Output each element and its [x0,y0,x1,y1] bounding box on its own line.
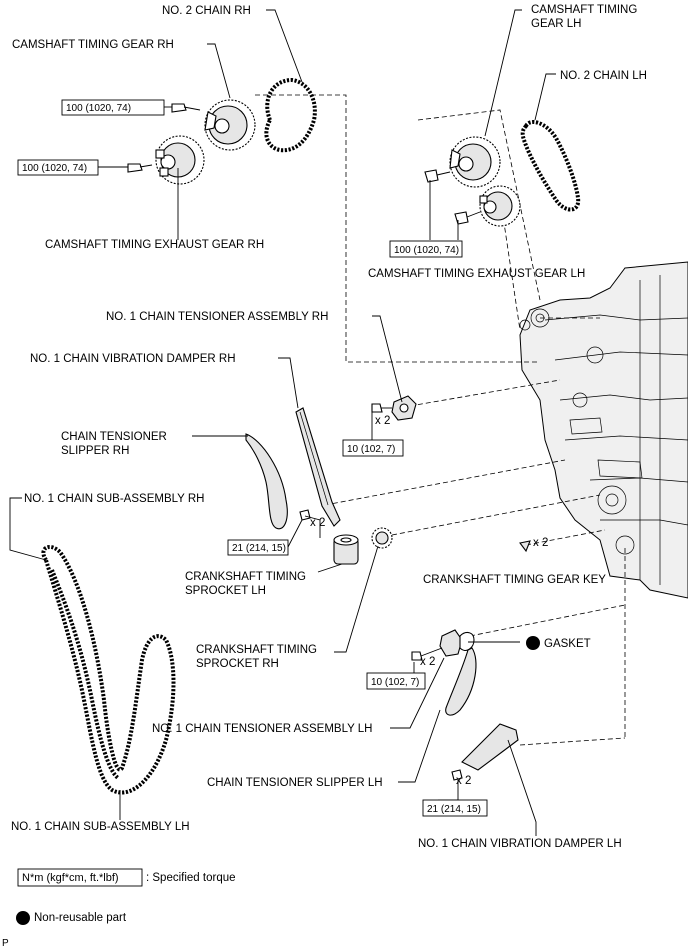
camshaft-timing-gear-rh [204,99,256,151]
qty-damper-lh: x 2 [456,775,471,787]
label-crankshaft-timing-sprocket-rh: CRANKSHAFT TIMING [196,644,317,656]
legend-nonreusable-text: Non-reusable part [34,912,127,924]
label-camshaft-timing-gear-rh: CAMSHAFT TIMING GEAR RH [12,39,174,51]
alignment-lines [255,94,626,746]
no1-chain-rh-and-lh [41,544,176,795]
label-no1-chain-vibration-damper-lh: NO. 1 CHAIN VIBRATION DAMPER LH [418,838,622,850]
chain-tensioner-slipper-lh [445,647,477,716]
camshaft-timing-gear-lh [449,136,501,188]
quantity-marks: x 2 x 2 x 2 x 2 x 2 [310,415,548,787]
nonreusable-marker-gasket [526,636,540,650]
legend-torque-text: : Specified torque [146,872,236,884]
label-camshaft-timing-gear-lh-line2: GEAR LH [531,18,582,30]
label-no1-chain-tensioner-assembly-lh: NO. 1 CHAIN TENSIONER ASSEMBLY LH [152,723,372,735]
no2-chain-lh [520,120,581,212]
torque-cam-gear-rh: 100 (1020, 74) [66,103,131,114]
label-crankshaft-timing-sprocket-lh: CRANKSHAFT TIMING [185,571,306,583]
chain-tensioner-slipper-rh [245,433,288,530]
label-chain-tensioner-slipper-rh: CHAIN TENSIONER [61,431,167,443]
legend-torque-box: N*m (kgf*cm, ft.*lbf) [22,872,119,884]
no1-chain-tensioner-assembly-lh [411,629,463,661]
torque-cam-lh: 100 (1020, 74) [394,245,459,256]
no2-chain-rh [264,77,317,153]
label-no1-chain-tensioner-assembly-rh: NO. 1 CHAIN TENSIONER ASSEMBLY RH [106,311,328,323]
label-chain-tensioner-slipper-lh: CHAIN TENSIONER SLIPPER LH [207,777,383,789]
legend: N*m (kgf*cm, ft.*lbf) : Specified torque… [16,868,236,925]
gasket-lh [459,631,475,651]
label-gasket: GASKET [544,638,591,650]
bolt-damper-rh [299,509,311,521]
label-no2-chain-rh: NO. 2 CHAIN RH [162,5,251,17]
bolts-cam-rh [127,103,201,173]
crankshaft-timing-sprocket-rh [371,527,393,549]
qty-tensioner-lh: x 2 [420,656,435,668]
label-camshaft-timing-exhaust-gear-lh: CAMSHAFT TIMING EXHAUST GEAR LH [368,268,585,280]
label-no1-chain-vibration-damper-rh: NO. 1 CHAIN VIBRATION DAMPER RH [30,353,236,365]
no1-chain-vibration-damper-lh [451,723,519,781]
corner-mark: P [2,938,9,949]
torque-tensioner-lh: 10 (102, 7) [371,677,419,688]
qty-tensioner-rh: x 2 [375,415,390,427]
labels: NO. 2 CHAIN RH CAMSHAFT TIMING GEAR RH C… [11,4,647,850]
camshaft-timing-exhaust-gear-rh [155,135,205,185]
crankshaft-timing-gear-key [519,540,531,553]
label-crankshaft-timing-sprocket-lh-line2: SPROCKET LH [185,585,266,597]
label-chain-tensioner-slipper-rh-line2: SLIPPER RH [61,445,129,457]
label-crankshaft-timing-sprocket-rh-line2: SPROCKET RH [196,658,279,670]
crankshaft-timing-sprocket-lh [333,534,359,565]
torque-damper-lh: 21 (214, 15) [427,804,481,815]
qty-gear-key: x 2 [533,537,548,549]
label-no1-chain-sub-assembly-lh: NO. 1 CHAIN SUB-ASSEMBLY LH [11,821,190,833]
torque-tensioner-rh: 10 (102, 7) [347,444,395,455]
legend-nonreusable-dot [16,911,30,925]
camshaft-timing-exhaust-gear-lh [479,185,521,227]
qty-damper-rh: x 2 [310,517,325,529]
label-crankshaft-timing-gear-key: CRANKSHAFT TIMING GEAR KEY [423,574,606,586]
label-camshaft-timing-exhaust-gear-rh: CAMSHAFT TIMING EXHAUST GEAR RH [45,239,264,251]
leader-lines [9,9,556,836]
torque-damper-rh: 21 (214, 15) [232,543,286,554]
torque-boxes: 100 (1020, 74) 100 (1020, 74) 100 (1020,… [17,99,488,817]
torque-cam-exhaust-rh: 100 (1020, 74) [22,163,87,174]
no1-chain-vibration-damper-rh [295,407,341,527]
no1-chain-tensioner-assembly-rh [371,395,417,421]
label-no2-chain-lh: NO. 2 CHAIN LH [560,70,647,82]
label-camshaft-timing-gear-lh: CAMSHAFT TIMING [531,4,637,16]
label-no1-chain-sub-assembly-rh: NO. 1 CHAIN SUB-ASSEMBLY RH [24,493,204,505]
engine-block-illustration [519,261,688,599]
